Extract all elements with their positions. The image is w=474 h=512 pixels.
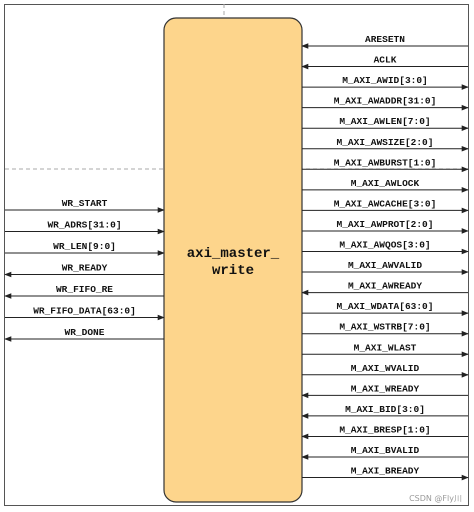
port-label-m-axi-awburst: M_AXI_AWBURST[1:0] [334, 157, 437, 168]
port-m-axi-wvalid: M_AXI_WVALID [302, 363, 469, 378]
port-wr-adrs: WR_ADRS[31:0] [5, 220, 165, 235]
port-label-m-axi-bready: M_AXI_BREADY [351, 466, 420, 477]
port-m-axi-bready: M_AXI_BREADY [302, 466, 469, 481]
port-label-m-axi-awaddr: M_AXI_AWADDR[31:0] [334, 96, 437, 107]
port-label-m-axi-wready: M_AXI_WREADY [351, 383, 420, 394]
port-label-wr-len: WR_LEN[9:0] [53, 241, 116, 252]
port-label-m-axi-wdata: M_AXI_WDATA[63:0] [337, 301, 434, 312]
port-label-m-axi-bresp: M_AXI_BRESP[1:0] [339, 424, 430, 435]
port-label-wr-start: WR_START [62, 198, 108, 209]
port-m-axi-wlast: M_AXI_WLAST [302, 342, 469, 358]
right-ports: ARESETN ACLK M_AXI_AWID[3:0] M_AXI_AWADDR[3… [301, 34, 469, 481]
port-m-axi-awid: M_AXI_AWID[3:0] [302, 75, 469, 90]
module-name-line1: axi_master_ [187, 246, 280, 262]
port-m-axi-awlen: M_AXI_AWLEN[7:0] [302, 116, 469, 131]
watermark: CSDN @Fly川 [409, 494, 462, 503]
port-m-axi-awcache: M_AXI_AWCACHE[3:0] [302, 198, 469, 214]
port-m-axi-awburst: M_AXI_AWBURST[1:0] [302, 157, 469, 173]
module-block [163, 17, 303, 503]
port-wr-fifo-re: WR_FIFO_RE [4, 284, 164, 299]
port-aresetn: ARESETN [301, 34, 468, 49]
port-label-wr-fifo-re: WR_FIFO_RE [56, 284, 113, 295]
port-wr-ready: WR_READY [4, 263, 164, 278]
port-m-axi-wstrb: M_AXI_WSTRB[7:0] [302, 322, 469, 337]
port-label-m-axi-awprot: M_AXI_AWPROT[2:0] [337, 219, 434, 230]
port-wr-done: WR_DONE [4, 327, 164, 342]
port-label-m-axi-awcache: M_AXI_AWCACHE[3:0] [334, 198, 437, 209]
port-m-axi-wready: M_AXI_WREADY [301, 383, 468, 399]
port-label-wr-adrs: WR_ADRS[31:0] [47, 220, 121, 231]
port-label-m-axi-wlast: M_AXI_WLAST [354, 342, 417, 353]
port-label-m-axi-awqos: M_AXI_AWQOS[3:0] [339, 240, 430, 251]
port-label-m-axi-wvalid: M_AXI_WVALID [351, 363, 420, 374]
port-label-m-axi-bvalid: M_AXI_BVALID [351, 445, 420, 456]
port-m-axi-bvalid: M_AXI_BVALID [301, 445, 468, 460]
port-label-wr-ready: WR_READY [62, 263, 108, 274]
port-label-m-axi-awid: M_AXI_AWID[3:0] [342, 75, 428, 86]
port-m-axi-awvalid: M_AXI_AWVALID [302, 260, 469, 275]
port-aclk: ACLK [301, 55, 468, 70]
port-wr-len: WR_LEN[9:0] [5, 241, 165, 256]
port-label-wr-fifo-data: WR_FIFO_DATA[63:0] [33, 306, 136, 317]
port-label-m-axi-wstrb: M_AXI_WSTRB[7:0] [339, 322, 430, 333]
port-label-m-axi-awsize: M_AXI_AWSIZE[2:0] [337, 137, 434, 148]
outer-frame [4, 4, 469, 506]
module-name-line2: write [212, 263, 254, 279]
port-wr-start: WR_START [5, 198, 165, 213]
port-wr-fifo-data: WR_FIFO_DATA[63:0] [5, 306, 165, 321]
port-label-aclk: ACLK [374, 55, 397, 66]
port-label-wr-done: WR_DONE [65, 327, 105, 338]
port-m-axi-bresp: M_AXI_BRESP[1:0] [301, 424, 468, 440]
port-label-m-axi-awready: M_AXI_AWREADY [348, 281, 422, 292]
port-m-axi-awqos: M_AXI_AWQOS[3:0] [302, 240, 469, 255]
port-m-axi-awaddr: M_AXI_AWADDR[31:0] [302, 96, 469, 111]
port-label-m-axi-awlock: M_AXI_AWLOCK [351, 178, 420, 189]
port-m-axi-awlock: M_AXI_AWLOCK [302, 178, 469, 193]
port-label-m-axi-awlen: M_AXI_AWLEN[7:0] [339, 116, 430, 127]
port-m-axi-awready: M_AXI_AWREADY [301, 281, 468, 296]
left-ports: WR_START WR_ADRS[31:0] WR_LEN[9:0] WR_READY… [4, 198, 165, 342]
port-m-axi-bid: M_AXI_BID[3:0] [301, 404, 468, 419]
port-label-m-axi-bid: M_AXI_BID[3:0] [345, 404, 425, 415]
port-label-aresetn: ARESETN [365, 34, 405, 45]
port-m-axi-awsize: M_AXI_AWSIZE[2:0] [302, 137, 469, 152]
port-m-axi-awprot: M_AXI_AWPROT[2:0] [302, 219, 469, 234]
port-label-m-axi-awvalid: M_AXI_AWVALID [348, 260, 422, 271]
port-m-axi-wdata: M_AXI_WDATA[63:0] [302, 301, 469, 316]
